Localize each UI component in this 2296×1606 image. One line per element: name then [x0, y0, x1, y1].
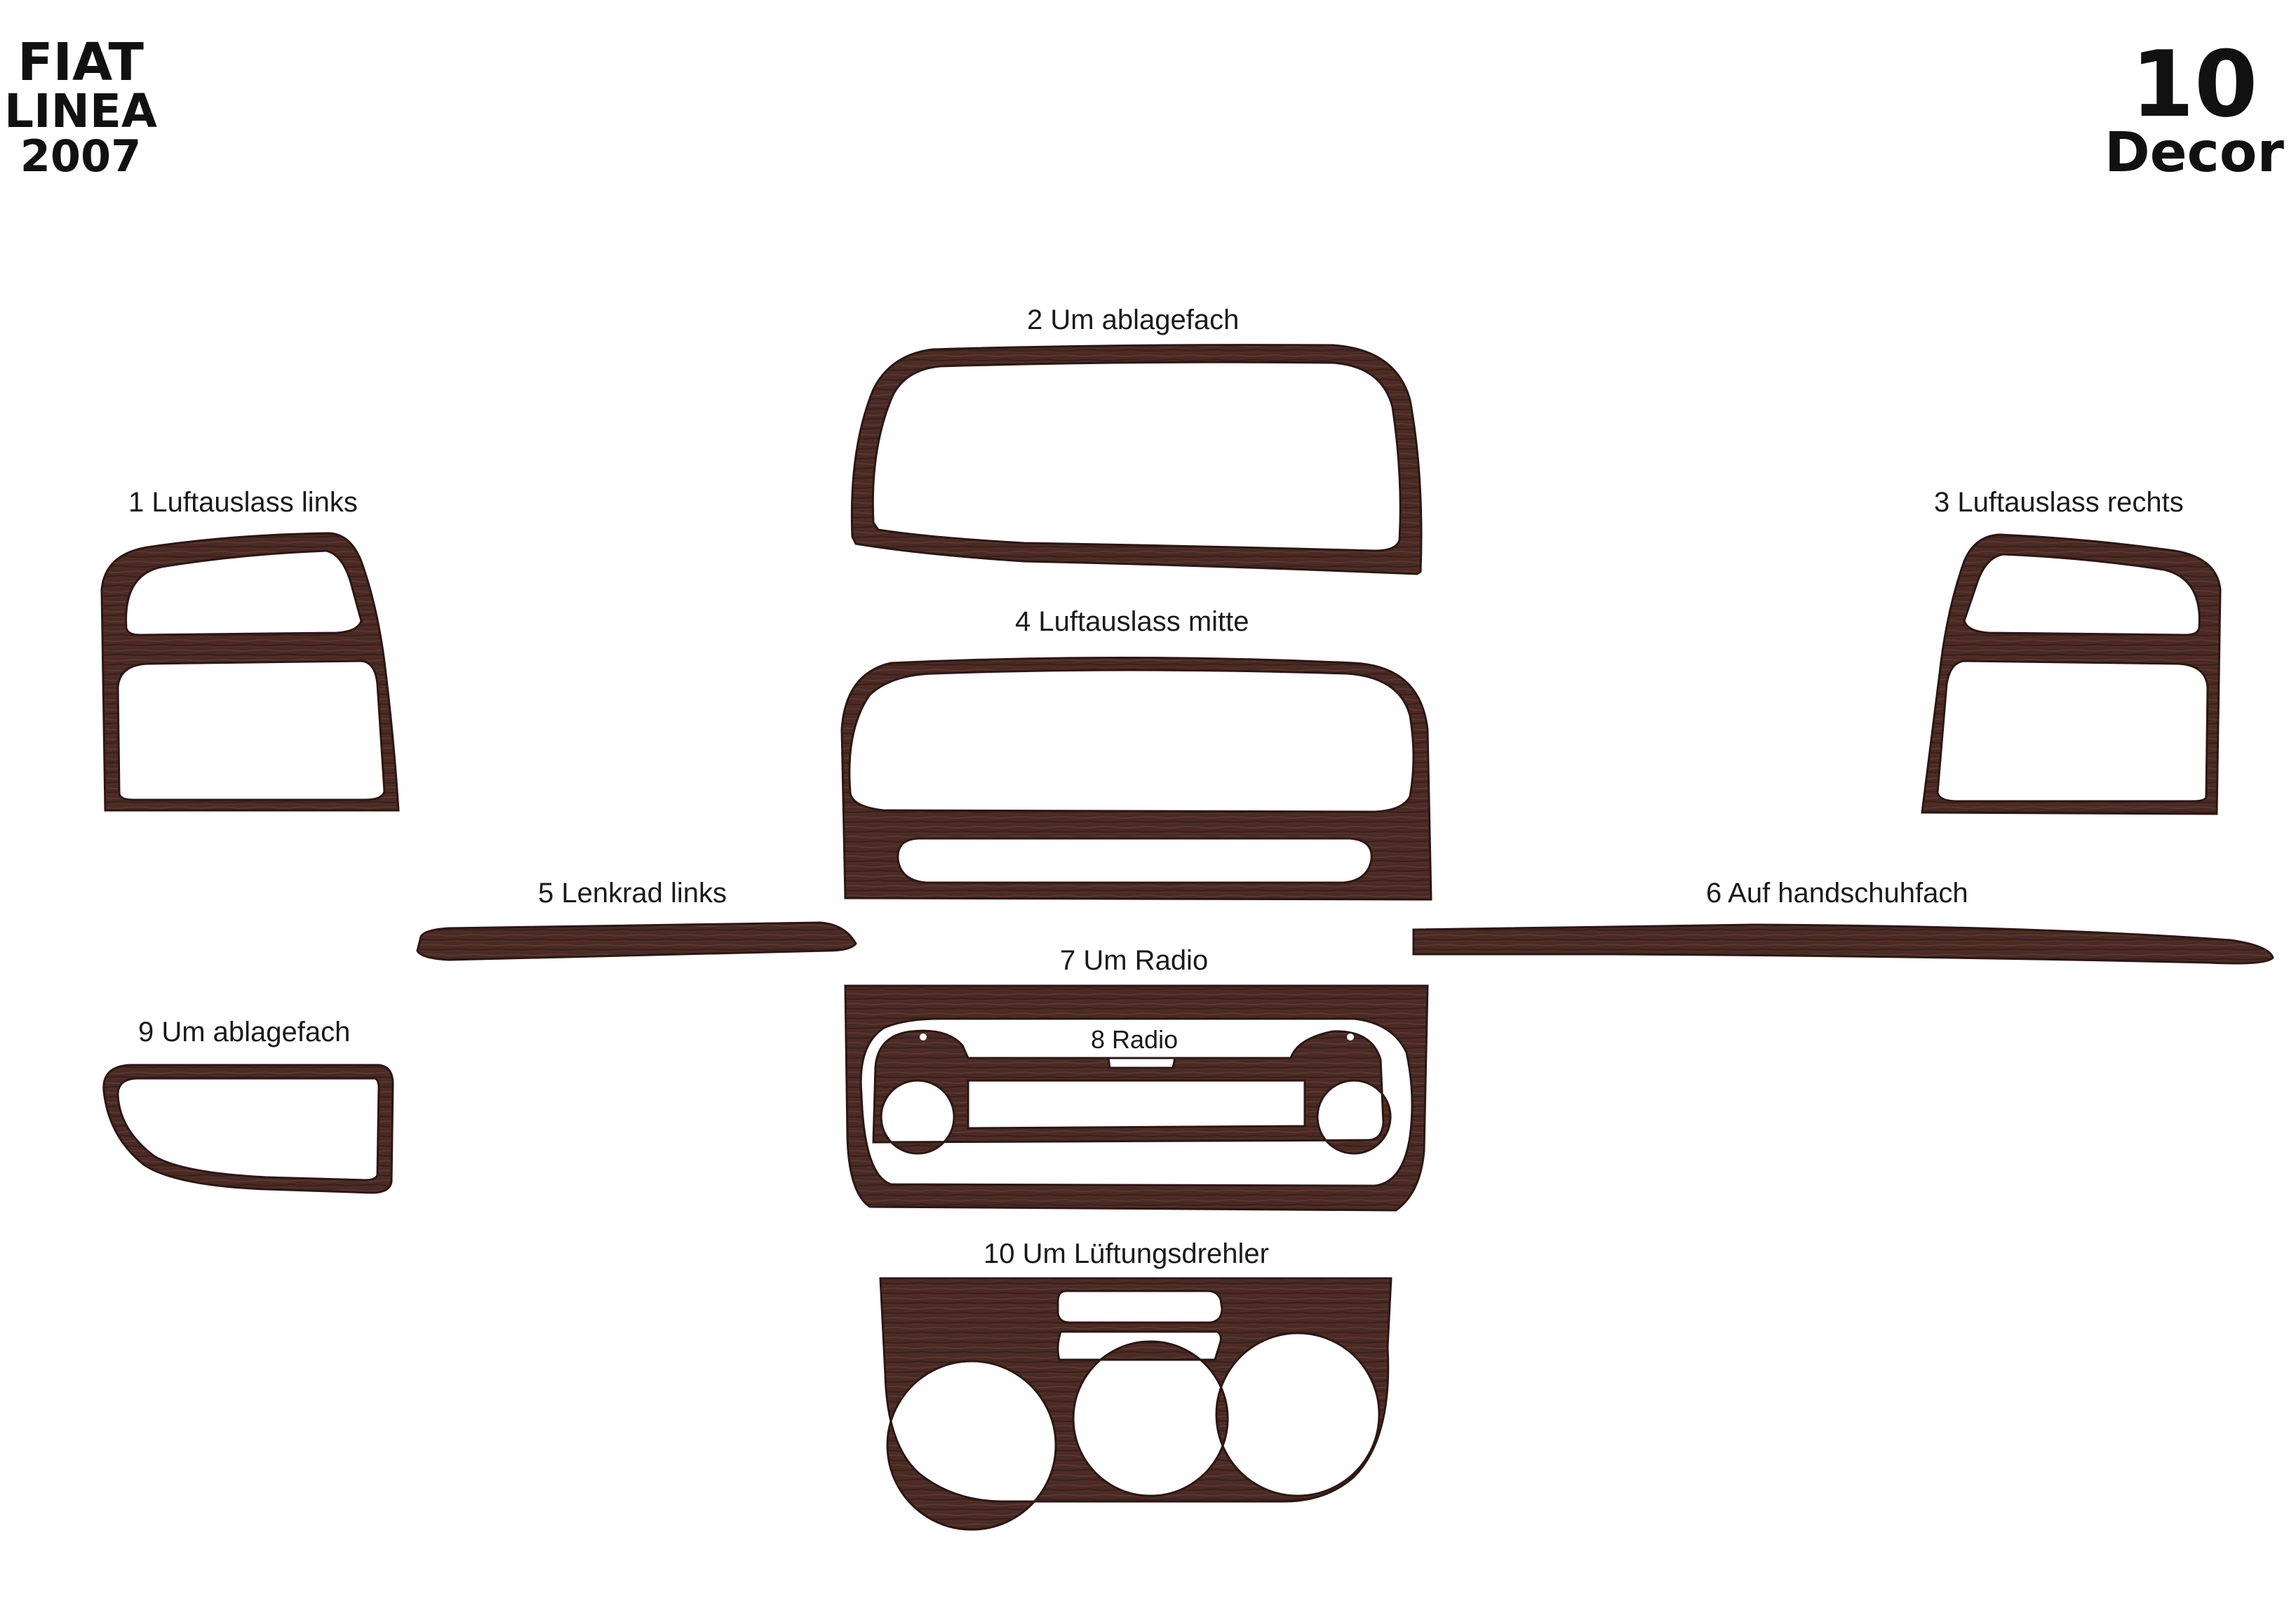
part-4-label: 4 Luftauslass mitte [1015, 606, 1249, 637]
part-5-steering-left-strip [416, 921, 857, 961]
part-2-label: 2 Um ablagefach [1027, 305, 1239, 335]
part-7-label: 7 Um Radio [1060, 945, 1208, 976]
part-6-label: 6 Auf handschuhfach [1706, 878, 1968, 909]
brand-model: LINEA [4, 84, 157, 138]
part-3-right-air-vent [1921, 533, 2222, 815]
part-5-label: 5 Lenkrad links [538, 878, 727, 909]
piece-count-word: Decor [2104, 121, 2284, 185]
brand-year: 2007 [20, 131, 142, 182]
part-6-glovebox-strip [1412, 923, 2274, 965]
part-8-radio-faceplate [872, 1029, 1392, 1155]
part-4-center-air-vent [840, 657, 1432, 901]
part-1-label: 1 Luftauslass links [128, 487, 358, 518]
part-10-vent-dial-surround [879, 1277, 1392, 1531]
brand-make: FIAT [17, 32, 145, 93]
part-8-label: 8 Radio [1091, 1025, 1178, 1054]
vehicle-title: FIAT LINEA 2007 [0, 36, 161, 178]
part-3-label: 3 Luftauslass rechts [1934, 487, 2184, 518]
piece-count-number: 10 [2130, 31, 2258, 138]
part-10-label: 10 Um Lüftungsdrehler [983, 1238, 1269, 1269]
part-9-label: 9 Um ablagefach [138, 1017, 350, 1048]
part-1-left-air-vent [100, 532, 400, 812]
piece-count-badge: 10 Decor [2093, 39, 2296, 180]
part-9-small-storage-surround [102, 1064, 394, 1194]
part-7-radio-surround [844, 984, 1429, 1212]
part-2-storage-surround [850, 344, 1423, 575]
